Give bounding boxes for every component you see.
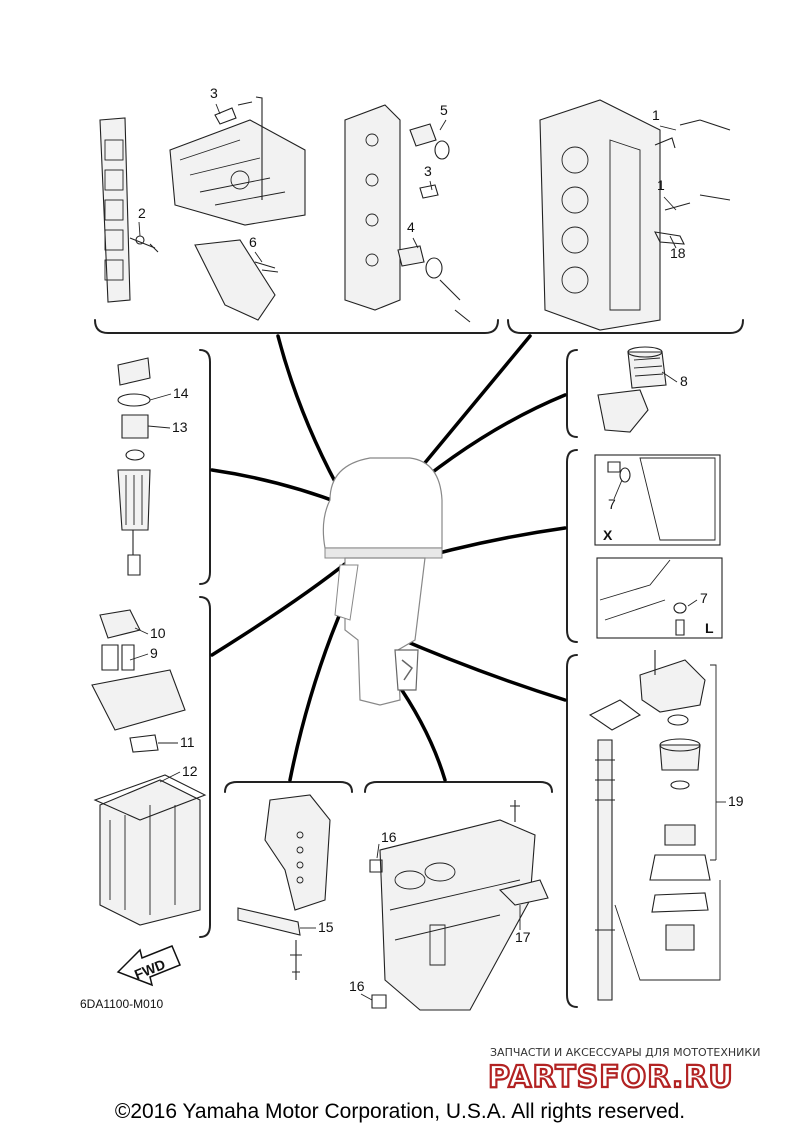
callout-14: 14 — [173, 385, 189, 401]
exhaust-cover-part — [344, 104, 471, 323]
callout-10: 10 — [150, 625, 166, 641]
callout-leader — [254, 251, 263, 263]
watermark-logo: PARTSFOR.RU — [488, 1060, 734, 1095]
callout-leader — [360, 993, 373, 1001]
callout-leader — [129, 653, 149, 661]
callout-2: 2 — [138, 205, 146, 221]
callout-leader — [661, 371, 678, 383]
callout-1: 1 — [657, 177, 665, 193]
water-pump-part — [588, 650, 721, 1001]
callout-leader — [687, 599, 698, 607]
watermark-subtitle: ЗАПЧАСТИ И АКСЕССУАРЫ ДЛЯ МОТОТЕХНИКИ — [490, 1046, 760, 1059]
callout-leader — [134, 627, 149, 635]
callout-leader — [663, 196, 677, 211]
vapor-separator-part — [91, 609, 207, 926]
cylinder-head-part — [539, 99, 731, 331]
fuel-filter-part — [117, 357, 151, 576]
section-brackets — [94, 319, 744, 1008]
view-label-x: X — [603, 527, 613, 543]
lower-unit-part — [369, 800, 549, 1011]
callout-7: 7 — [700, 590, 708, 606]
view-l-panel — [596, 557, 723, 639]
callout-4: 4 — [407, 219, 415, 235]
callout-17: 17 — [515, 929, 531, 945]
thermostat-housing-part — [169, 96, 306, 321]
callout-leader — [613, 479, 623, 500]
callout-3: 3 — [210, 85, 218, 101]
callout-15: 15 — [318, 919, 334, 935]
copyright-notice: ©2016 Yamaha Motor Corporation, U.S.A. A… — [114, 1100, 686, 1123]
callout-leader — [412, 237, 419, 249]
callout-leader — [138, 221, 141, 237]
callout-leader — [439, 119, 447, 131]
callout-5: 5 — [440, 102, 448, 118]
callout-leader — [159, 771, 181, 783]
callout-leader — [149, 393, 172, 401]
callout-6: 6 — [249, 234, 257, 250]
callout-7: 7 — [608, 496, 616, 512]
callout-leader — [215, 103, 221, 115]
callout-1: 1 — [652, 107, 660, 123]
callout-11: 11 — [180, 734, 195, 750]
view-x-panel — [594, 454, 721, 546]
callout-3: 3 — [424, 163, 432, 179]
oil-filter-part — [597, 346, 667, 433]
outboard-motor-silhouette — [322, 457, 443, 706]
view-label-l: L — [705, 620, 714, 636]
diagram-code: 6DA1100-M010 — [80, 997, 163, 1011]
callout-13: 13 — [172, 419, 188, 435]
callout-leader — [147, 425, 171, 429]
callout-8: 8 — [680, 373, 688, 389]
callout-9: 9 — [150, 645, 158, 661]
callout-16: 16 — [349, 978, 365, 994]
clamp-bracket-part — [237, 794, 331, 980]
callout-19: 19 — [728, 793, 744, 809]
callout-leader — [429, 180, 433, 191]
fwd-arrow: FWD — [116, 945, 181, 987]
callout-12: 12 — [182, 763, 198, 779]
callout-18: 18 — [670, 245, 686, 261]
callout-leader — [659, 125, 677, 131]
cylinder-block-cover-part — [99, 117, 159, 303]
watermark: ЗАПЧАСТИ И АКСЕССУАРЫ ДЛЯ МОТОТЕХНИКИ PA… — [487, 1046, 761, 1096]
callout-16: 16 — [381, 829, 397, 845]
callout-leader — [669, 235, 677, 249]
callout-leader — [376, 843, 380, 859]
